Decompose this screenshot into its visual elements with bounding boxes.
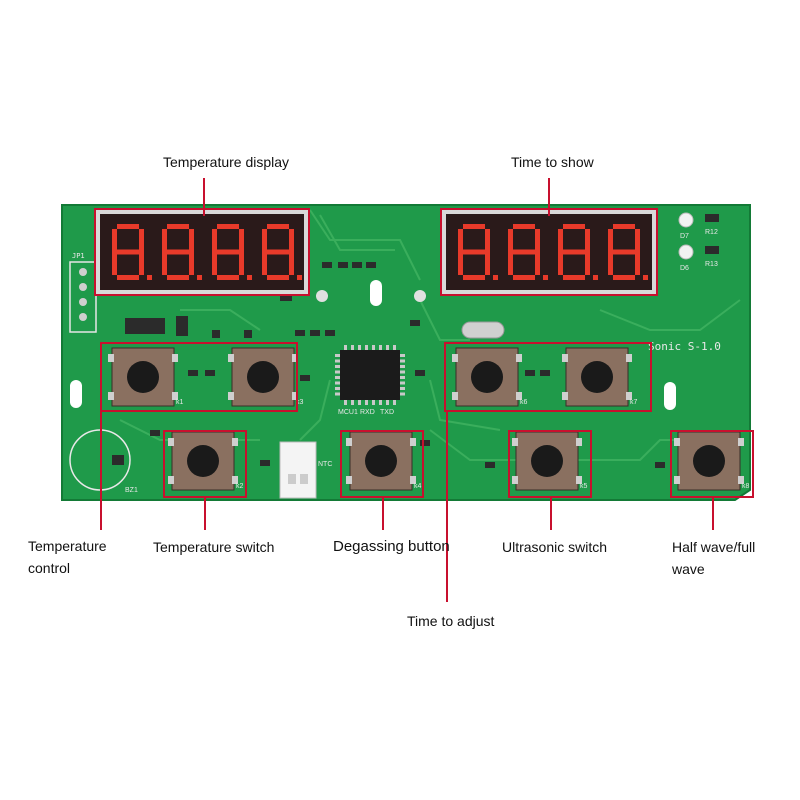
temperature-digit-2 bbox=[162, 224, 202, 280]
leader-degassing bbox=[382, 498, 384, 530]
callout-temperature-switch bbox=[163, 430, 247, 498]
label-temperature-control: Temperature control bbox=[28, 538, 107, 576]
led-d6 bbox=[678, 244, 694, 260]
callout-ultrasonic bbox=[508, 430, 592, 498]
resistor-r13 bbox=[705, 246, 719, 254]
silk-k4: k4 bbox=[414, 483, 422, 490]
switch-k4-degassing[interactable]: k4 bbox=[346, 431, 422, 491]
callout-degassing bbox=[340, 430, 424, 498]
mounting-hole bbox=[70, 380, 82, 408]
time-digit-2 bbox=[508, 224, 548, 280]
silk-jp1: JP1 bbox=[72, 252, 85, 260]
silk-k2: k2 bbox=[236, 483, 244, 490]
ntc-connector bbox=[279, 441, 317, 499]
jp1-header bbox=[69, 261, 97, 333]
silk-rxd: RXD bbox=[360, 409, 375, 416]
mounting-hole bbox=[370, 280, 382, 306]
silk-k6: k6 bbox=[520, 399, 528, 406]
silk-ntc: NTC bbox=[318, 461, 332, 468]
silk-txd: TXD bbox=[380, 409, 394, 416]
capacitor-c2 bbox=[414, 290, 426, 302]
temperature-digit-1 bbox=[112, 224, 152, 280]
label-temperature-display: Temperature display bbox=[163, 154, 290, 170]
temperature-digit-4 bbox=[262, 224, 302, 280]
label-degassing-button: Degassing button bbox=[333, 538, 450, 555]
mcu-chip bbox=[335, 345, 405, 405]
mounting-hole bbox=[664, 382, 676, 410]
callout-time-adjust bbox=[444, 342, 652, 412]
leader-ultrasonic bbox=[550, 498, 552, 530]
temperature-display-module bbox=[96, 210, 308, 294]
temperature-digit-3 bbox=[212, 224, 252, 280]
capacitor-c1 bbox=[316, 290, 328, 302]
silk-d6: D6 bbox=[680, 265, 689, 272]
led-d7 bbox=[678, 212, 694, 228]
callout-half-wave bbox=[670, 430, 754, 498]
callout-temperature-display bbox=[94, 208, 310, 296]
leader-half-wave bbox=[712, 498, 714, 530]
silk-r13: R13 bbox=[705, 261, 718, 268]
silk-k3: k3 bbox=[296, 399, 304, 406]
crystal bbox=[461, 321, 505, 339]
switch-k8-half-full-wave[interactable]: k8 bbox=[674, 431, 750, 491]
switch-k3-temperature-up[interactable]: k3 bbox=[228, 347, 304, 407]
silk-k7: k7 bbox=[630, 399, 638, 406]
silk-k1: k1 bbox=[176, 399, 184, 406]
leader-time-to-adjust bbox=[446, 412, 448, 602]
label-half-wave-full-wave: Half wave/full wave bbox=[672, 539, 756, 577]
callout-time-display bbox=[440, 208, 658, 296]
resistor-r12 bbox=[705, 214, 719, 222]
label-time-to-adjust: Time to adjust bbox=[407, 613, 495, 629]
time-digit-3 bbox=[558, 224, 598, 280]
switch-k7-time-up[interactable]: k7 bbox=[562, 347, 638, 407]
leader-time-to-show bbox=[548, 178, 550, 216]
leader-temperature-display bbox=[203, 178, 205, 216]
switch-k2-temperature[interactable]: k2 bbox=[168, 431, 244, 491]
leader-temperature-control bbox=[100, 412, 102, 530]
silk-mcu: MCU1 bbox=[338, 409, 358, 416]
silk-d7: D7 bbox=[680, 233, 689, 240]
leader-temperature-switch bbox=[204, 498, 206, 530]
silk-bz1: BZ1 bbox=[125, 487, 138, 494]
time-digit-4 bbox=[608, 224, 648, 280]
pcb-traces bbox=[119, 209, 741, 461]
label-ultrasonic-switch: Ultrasonic switch bbox=[502, 539, 608, 555]
transistor bbox=[125, 318, 165, 334]
regulator bbox=[176, 316, 188, 336]
smd-components bbox=[150, 262, 665, 468]
switch-k6-time-down[interactable]: k6 bbox=[452, 347, 528, 407]
silk-k5: k5 bbox=[580, 483, 588, 490]
silk-k8: k8 bbox=[742, 483, 750, 490]
silk-r12: R12 bbox=[705, 229, 718, 236]
time-display-module bbox=[442, 210, 656, 294]
switch-k1-temperature-down[interactable]: k1 bbox=[108, 347, 184, 407]
switch-k5-ultrasonic[interactable]: k5 bbox=[512, 431, 588, 491]
model-silkscreen: Sonic S-1.0 bbox=[648, 340, 721, 353]
label-temperature-switch: Temperature switch bbox=[153, 539, 275, 555]
time-digit-1 bbox=[458, 224, 498, 280]
callout-temperature-control bbox=[100, 342, 298, 412]
label-time-to-show: Time to show bbox=[511, 154, 594, 170]
